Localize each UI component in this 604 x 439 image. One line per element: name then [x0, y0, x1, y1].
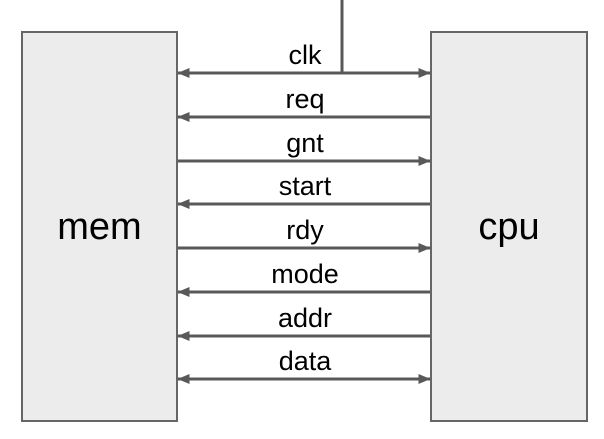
- signal-label-addr: addr: [277, 303, 333, 333]
- signal-label-rdy: rdy: [286, 215, 324, 245]
- block-mem-label: mem: [57, 205, 142, 248]
- block-mem[interactable]: mem: [21, 31, 178, 422]
- signal-label-req: req: [285, 84, 325, 114]
- block-cpu[interactable]: cpu: [430, 31, 588, 422]
- signal-label-data: data: [278, 346, 332, 376]
- signal-label-mode: mode: [271, 259, 339, 289]
- signal-label-gnt: gnt: [286, 128, 324, 158]
- signal-label-start: start: [278, 171, 332, 201]
- block-cpu-label: cpu: [478, 205, 540, 248]
- signal-label-clk: clk: [288, 40, 322, 70]
